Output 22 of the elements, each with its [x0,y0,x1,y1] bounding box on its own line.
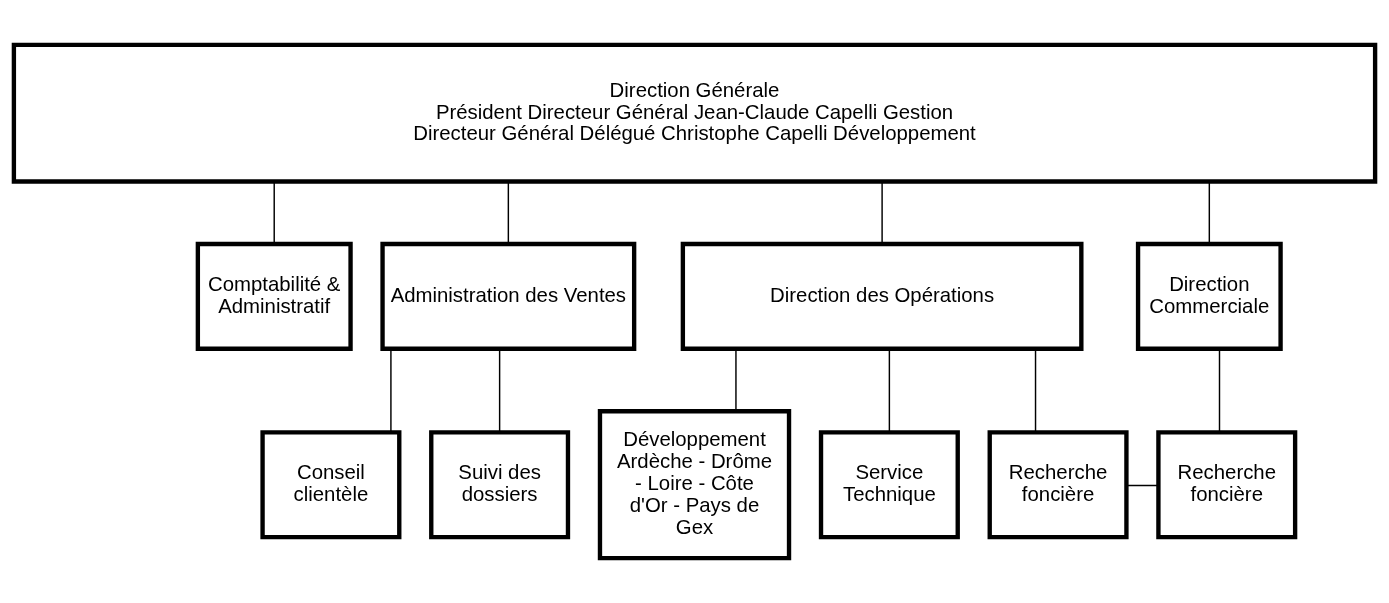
connector [1208,180,1211,245]
connector [735,348,737,412]
node-box: Recherche foncière [1156,430,1298,540]
node-box: Service Technique [818,430,960,540]
connector [1218,348,1221,434]
connector [1034,348,1037,434]
node-box: Conseil clientèle [260,430,402,540]
node-box: Recherche foncière [987,430,1129,540]
node-box: Direction des Opérations [680,241,1084,351]
node-box: Administration des Ventes [380,241,637,351]
connector [498,348,501,434]
connector [507,180,510,245]
node-box: Direction Commerciale [1135,241,1283,351]
connector [881,180,883,245]
connector [273,180,275,245]
connector [1125,484,1160,487]
node-box: Développement Ardèche - Drôme - Loire - Côte d'Or - Pays de Gex [597,409,792,561]
connector [390,348,392,434]
node-box: Comptabilité & Administratif [195,241,353,351]
connector [888,348,891,434]
node-box: Suivi des dossiers [429,430,571,540]
node-box: Direction Générale Président Directeur Général Jean-Claude Capelli Gestion Directeur Général Délégué Christophe Capelli Développement [11,42,1378,184]
